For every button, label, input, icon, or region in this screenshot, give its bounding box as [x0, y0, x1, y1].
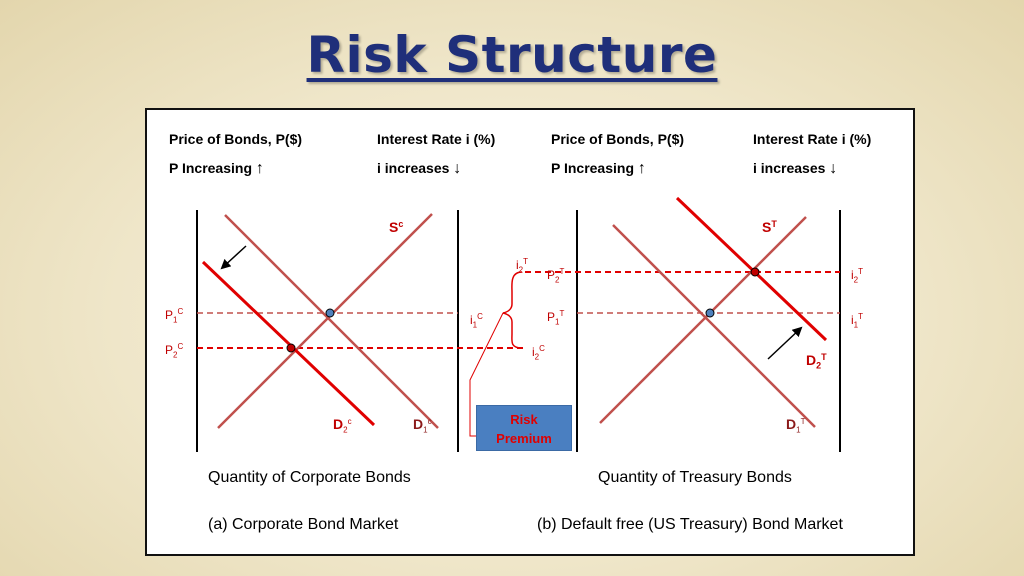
corporate-demand-1-label: D1c	[413, 416, 432, 435]
risk-premium-brace	[502, 271, 523, 349]
treasury-demand-shift-arrow	[767, 326, 803, 360]
corporate-demand-2-label: D2c	[333, 416, 352, 435]
treasury-rate-axis-header: Interest Rate i (%)	[753, 131, 872, 147]
treasury-rate-increases-text: i increases	[753, 160, 826, 176]
corporate-demand-shift-arrow	[220, 245, 247, 270]
risk-premium-box: Risk Premium	[476, 405, 572, 451]
corporate-rate-increases-text: i increases	[377, 160, 450, 176]
treasury-i2-label: i2T	[851, 267, 864, 285]
treasury-price-axis-header: Price of Bonds, P($)	[551, 131, 685, 147]
slide-title: Risk Structure	[306, 26, 718, 84]
treasury-price-increasing-note: P Increasing ↑	[551, 160, 646, 178]
down-arrow-icon: ↓	[453, 160, 462, 177]
corporate-price-increasing-note: P Increasing ↑	[169, 160, 264, 178]
treasury-supply-label: ST	[762, 219, 777, 235]
treasury-demand-curve-1	[612, 224, 816, 428]
treasury-demand-2-label: D2T	[806, 352, 827, 371]
treasury-p2-label: P2T	[547, 267, 565, 285]
treasury-i1-label: i1T	[851, 312, 864, 330]
corporate-equilibrium-1	[325, 308, 335, 318]
treasury-p1-label: P1T	[547, 309, 565, 327]
middle-i2-corporate-label: i2C	[532, 344, 545, 362]
corporate-price-axis-header: Price of Bonds, P($)	[169, 131, 303, 147]
risk-premium-connector	[469, 312, 504, 437]
treasury-quantity-label: Quantity of Treasury Bonds	[598, 469, 792, 486]
treasury-price-increasing-text: P Increasing	[551, 160, 635, 176]
treasury-market-caption: (b) Default free (US Treasury) Bond Mark…	[537, 516, 843, 533]
middle-i1-corporate-label: i1C	[470, 312, 483, 330]
risk-premium-line1: Risk	[510, 412, 538, 427]
corporate-equilibrium-2	[286, 343, 296, 353]
up-arrow-icon: ↑	[255, 160, 264, 177]
corporate-quantity-label: Quantity of Corporate Bonds	[208, 469, 411, 486]
corporate-price-increasing-text: P Increasing	[169, 160, 253, 176]
treasury-equilibrium-2	[750, 267, 760, 277]
treasury-demand-curve-2	[675, 196, 828, 342]
corporate-rate-increases-note: i increases ↓	[377, 160, 461, 178]
corporate-demand-curve-2	[201, 260, 376, 427]
treasury-rate-increases-note: i increases ↓	[753, 160, 837, 178]
up-arrow-icon: ↑	[637, 160, 646, 177]
corporate-rate-axis-header: Interest Rate i (%)	[377, 131, 496, 147]
treasury-equilibrium-1	[705, 308, 715, 318]
treasury-demand-1-label: D1T	[786, 416, 806, 435]
corporate-supply-label: Sc	[389, 219, 404, 235]
corporate-p1-label: P1C	[165, 307, 184, 325]
diagram-panel	[145, 108, 915, 556]
treasury-supply-curve	[599, 216, 807, 424]
corporate-p2-label: P2C	[165, 342, 184, 360]
corporate-demand-curve-1	[224, 214, 439, 429]
down-arrow-icon: ↓	[829, 160, 838, 177]
corporate-market-caption: (a) Corporate Bond Market	[208, 516, 399, 533]
corporate-supply-curve	[217, 213, 433, 429]
risk-premium-line2: Premium	[496, 431, 552, 446]
middle-i2-treasury-label: i2T	[516, 257, 529, 275]
